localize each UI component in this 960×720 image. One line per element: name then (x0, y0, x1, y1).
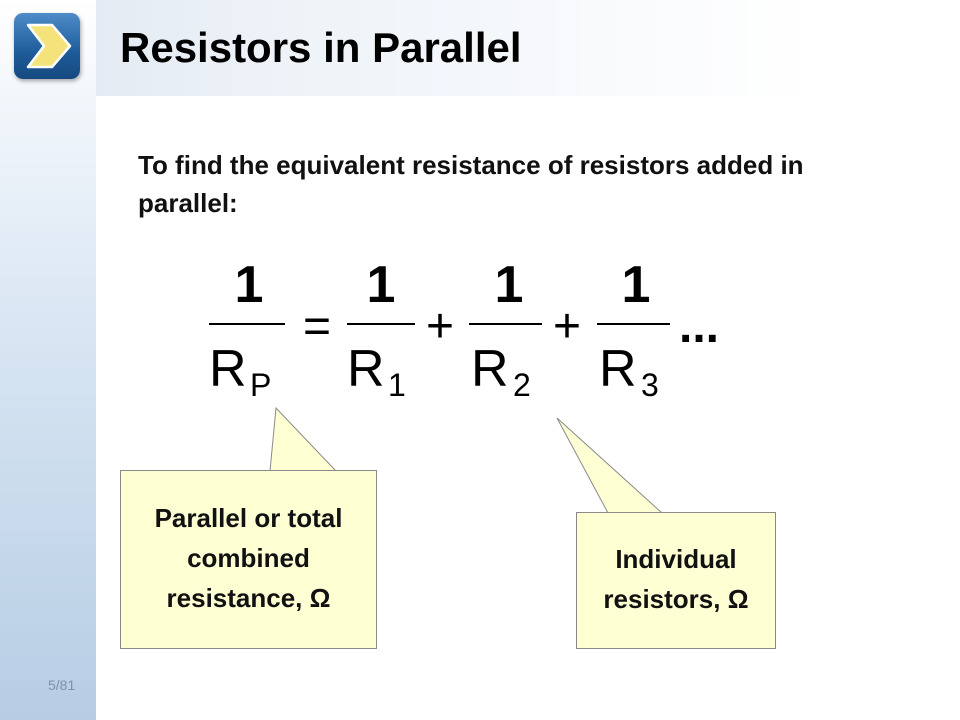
formula-numerator: 1 (235, 256, 264, 314)
page-number: 5/81 (48, 677, 76, 693)
formula-subscript: P (250, 367, 271, 403)
callout-individual-resistors: Individual resistors, Ω (576, 512, 776, 649)
callout-total-resistance: Parallel or total combined resistance, Ω (120, 470, 377, 649)
formula-numerator: 1 (495, 256, 524, 314)
intro-text: To find the equivalent resistance of res… (138, 150, 804, 218)
plus-sign: + (426, 300, 454, 353)
callout-line: Individual (615, 543, 737, 574)
chevron-right-icon (14, 13, 80, 79)
callout-pointer-total (269, 406, 338, 472)
formula-symbol: R (209, 340, 247, 398)
ellipsis: ... (679, 300, 719, 353)
formula-symbol: R (599, 340, 637, 398)
formula-numerator: 1 (367, 256, 396, 314)
formula-term-total: 1 R P (209, 256, 285, 403)
parallel-resistance-formula: 1 R P = 1 R 1 + 1 R 2 + 1 R 3 ... (209, 256, 719, 403)
callout-line: combined (187, 542, 310, 573)
slide-title: Resistors in Parallel (120, 24, 522, 71)
callout-line: Parallel or total (154, 502, 343, 533)
header-band (0, 0, 960, 96)
formula-term-r1: 1 R 1 (347, 256, 415, 403)
plus-sign: + (553, 300, 581, 353)
formula-term-r3: 1 R 3 (597, 256, 670, 403)
formula-numerator: 1 (622, 256, 651, 314)
callout-pointer-individual (556, 417, 664, 514)
formula-subscript: 3 (641, 367, 659, 403)
formula-term-r2: 1 R 2 (469, 256, 542, 403)
callout-line: resistors, Ω (603, 583, 749, 614)
sidebar-band (0, 0, 96, 720)
equals-sign: = (303, 300, 331, 353)
formula-subscript: 1 (388, 367, 406, 403)
callout-line: resistance, Ω (166, 582, 331, 613)
formula-symbol: R (471, 340, 509, 398)
formula-subscript: 2 (513, 367, 531, 403)
formula-symbol: R (347, 340, 385, 398)
